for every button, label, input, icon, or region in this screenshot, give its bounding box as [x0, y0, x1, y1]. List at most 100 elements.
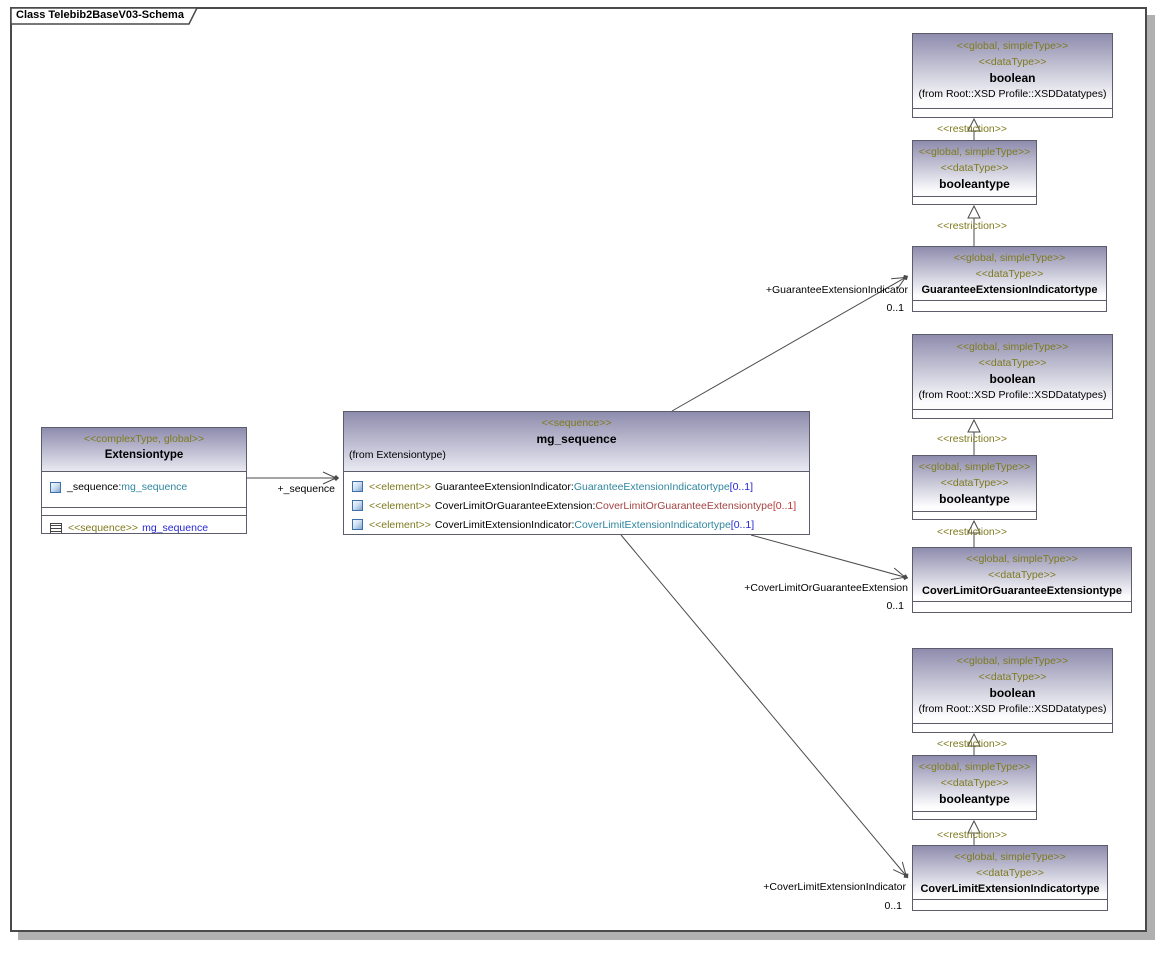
stereotype-label: <<global, simpleType>> [918, 761, 1031, 773]
multiplicity-label: 0..1 [886, 600, 904, 612]
stereotype-label: <<dataType>> [978, 671, 1047, 683]
element-type: CoverLimitOrGuaranteeExtensiontype [595, 499, 773, 512]
tag-compartment: <<sequence>> mg_sequence [42, 515, 246, 533]
element-multiplicity: [0..1] [729, 480, 754, 493]
class-booleantype-mid[interactable]: <<global, simpleType>> <<dataType>> bool… [912, 455, 1037, 520]
stereotype-label: <<complexType, global>> [83, 433, 205, 445]
element-row[interactable]: <<element>> GuaranteeExtensionIndicator:… [344, 477, 809, 496]
class-header: <<global, simpleType>> <<dataType>> bool… [913, 34, 1112, 108]
empty-compartment [913, 108, 1112, 117]
element-name: CoverLimitOrGuaranteeExtension: [434, 499, 596, 512]
attribute-compartment: <<element>> GuaranteeExtensionIndicator:… [344, 471, 809, 534]
class-name: booleantype [939, 177, 1010, 191]
class-name: boolean [989, 372, 1036, 386]
empty-compartment [913, 300, 1106, 311]
class-boolean-bot[interactable]: <<global, simpleType>> <<dataType>> bool… [912, 648, 1113, 733]
class-coverlimit-extension-indicatortype[interactable]: <<global, simpleType>> <<dataType>> Cove… [912, 845, 1108, 911]
class-extensiontype[interactable]: <<complexType, global>> Extensiontype _s… [41, 427, 247, 534]
class-name: mg_sequence [536, 432, 617, 446]
diagram-title: Class Telebib2BaseV03-Schema [16, 9, 184, 21]
sequence-tag-row[interactable]: <<sequence>> mg_sequence [42, 516, 246, 533]
class-header: <<global, simpleType>> <<dataType>> Guar… [913, 247, 1106, 300]
stereotype-label: <<global, simpleType>> [953, 252, 1066, 264]
class-header: <<global, simpleType>> <<dataType>> bool… [913, 141, 1036, 196]
role-label-guarantee: +GuaranteeExtensionIndicator [765, 284, 908, 296]
element-multiplicity: [0..1] [730, 518, 755, 531]
empty-compartment [913, 723, 1112, 732]
class-name: boolean [989, 686, 1036, 700]
stereotype-label: <<global, simpleType>> [956, 341, 1069, 353]
stereotype-label: <<dataType>> [975, 268, 1044, 280]
class-from: (from Extensiontype) [349, 449, 446, 461]
attribute-name: _sequence: [67, 481, 122, 493]
sequence-icon [50, 522, 62, 533]
element-name: CoverLimitExtensionIndicator: [434, 518, 575, 531]
stereotype-label: <<global, simpleType>> [956, 655, 1069, 667]
class-booleantype-top[interactable]: <<global, simpleType>> <<dataType>> bool… [912, 140, 1037, 205]
class-header: <<global, simpleType>> <<dataType>> bool… [913, 756, 1036, 811]
class-coverlimit-or-guarantee-extensiontype[interactable]: <<global, simpleType>> <<dataType>> Cove… [912, 547, 1132, 613]
stereotype-label: <<sequence>> [541, 417, 612, 429]
element-stereotype: <<element>> [369, 480, 431, 493]
empty-compartment [913, 811, 1036, 819]
role-label-cover-ind: +CoverLimitExtensionIndicator [763, 881, 906, 893]
element-row[interactable]: <<element>> CoverLimitOrGuaranteeExtensi… [344, 496, 809, 515]
class-from: (from Root::XSD Profile::XSDDatatypes) [918, 88, 1107, 100]
class-header: <<global, simpleType>> <<dataType>> Cove… [913, 548, 1131, 601]
tag-name: mg_sequence [142, 522, 209, 533]
element-name: GuaranteeExtensionIndicator: [434, 480, 574, 493]
class-name: CoverLimitOrGuaranteeExtensiontype [922, 585, 1122, 597]
class-name: Extensiontype [104, 449, 184, 461]
element-type: GuaranteeExtensionIndicatortype [573, 480, 730, 493]
element-multiplicity: [0..1] [772, 499, 797, 512]
element-stereotype: <<element>> [369, 518, 431, 531]
restriction-label: <<restriction>> [936, 433, 1008, 445]
class-mg-sequence[interactable]: <<sequence>> mg_sequence (from Extension… [343, 411, 810, 535]
stereotype-label: <<dataType>> [978, 56, 1047, 68]
role-label-sequence: +_sequence [277, 483, 335, 495]
restriction-label: <<restriction>> [936, 220, 1008, 232]
role-label-cover-or: +CoverLimitOrGuaranteeExtension [744, 582, 908, 594]
stereotype-label: <<dataType>> [978, 357, 1047, 369]
stereotype-label: <<global, simpleType>> [954, 851, 1066, 863]
empty-compartment [913, 409, 1112, 418]
restriction-label: <<restriction>> [936, 123, 1008, 135]
class-name: booleantype [939, 792, 1010, 806]
empty-compartment [913, 601, 1131, 612]
attribute-icon [352, 519, 363, 530]
attribute-icon [352, 500, 363, 511]
class-from: (from Root::XSD Profile::XSDDatatypes) [918, 389, 1107, 401]
attribute-icon [352, 481, 363, 492]
empty-compartment [42, 507, 246, 515]
class-booleantype-bot[interactable]: <<global, simpleType>> <<dataType>> bool… [912, 755, 1037, 820]
multiplicity-label: 0..1 [886, 302, 904, 314]
class-name: boolean [989, 71, 1036, 85]
stereotype-label: <<dataType>> [976, 867, 1044, 879]
attribute-type: mg_sequence [121, 481, 188, 493]
class-header: <<global, simpleType>> <<dataType>> bool… [913, 649, 1112, 723]
class-header: <<complexType, global>> Extensiontype [42, 428, 246, 471]
restriction-label: <<restriction>> [936, 526, 1008, 538]
empty-compartment [913, 511, 1036, 519]
attribute-icon [50, 481, 61, 493]
element-type: CoverLimitExtensionIndicatortype [574, 518, 731, 531]
class-guarantee-extension-indicatortype[interactable]: <<global, simpleType>> <<dataType>> Guar… [912, 246, 1107, 312]
element-row[interactable]: <<element>> CoverLimitExtensionIndicator… [344, 515, 809, 534]
stereotype-label: <<global, simpleType>> [918, 461, 1031, 473]
class-name: CoverLimitExtensionIndicatortype [920, 883, 1100, 895]
attribute-row[interactable]: _sequence:mg_sequence [42, 472, 246, 493]
stereotype-label: <<dataType>> [940, 777, 1009, 789]
class-boolean-mid[interactable]: <<global, simpleType>> <<dataType>> bool… [912, 334, 1113, 419]
attribute-compartment: _sequence:mg_sequence [42, 471, 246, 507]
empty-compartment [913, 196, 1036, 204]
class-name: booleantype [939, 492, 1010, 506]
stereotype-label: <<global, simpleType>> [966, 553, 1078, 565]
restriction-label: <<restriction>> [936, 829, 1008, 841]
stereotype-label: <<global, simpleType>> [956, 40, 1069, 52]
restriction-label: <<restriction>> [936, 738, 1008, 750]
stereotype-label: <<dataType>> [940, 162, 1009, 174]
element-stereotype: <<element>> [369, 499, 431, 512]
class-boolean-top[interactable]: <<global, simpleType>> <<dataType>> bool… [912, 33, 1113, 118]
multiplicity-label: 0..1 [884, 900, 902, 912]
